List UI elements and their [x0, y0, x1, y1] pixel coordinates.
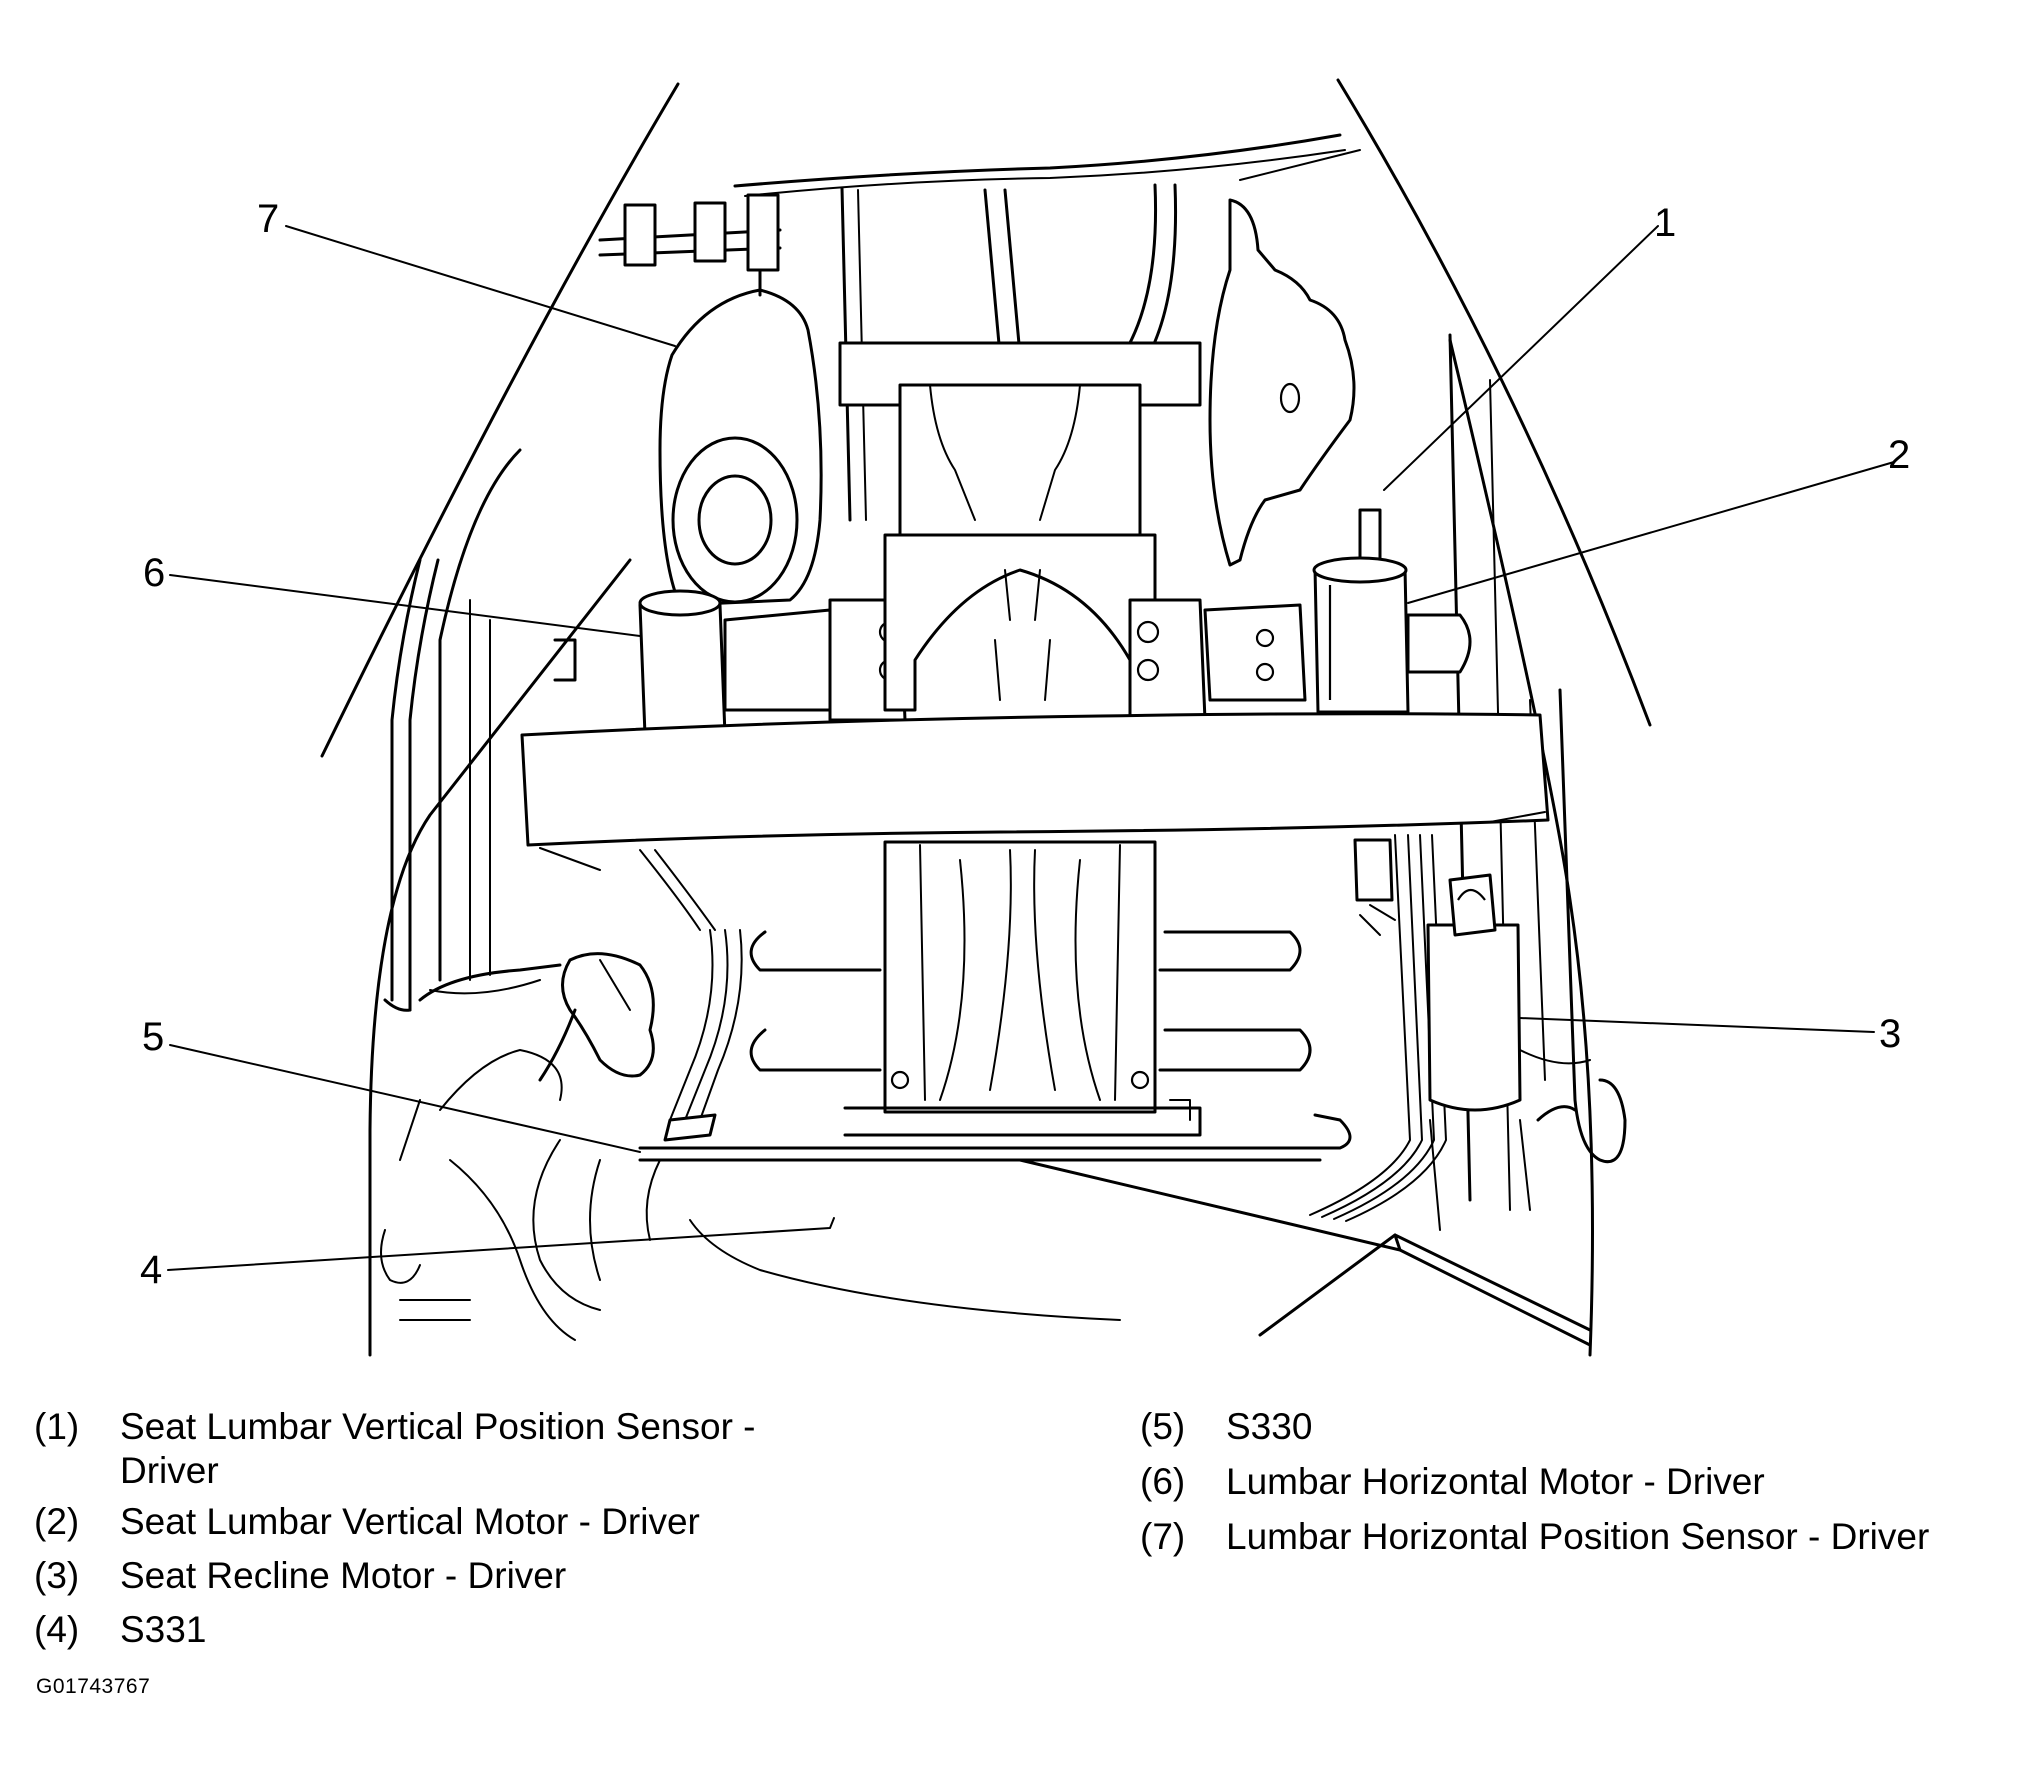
legend-number: (5) [1140, 1406, 1186, 1447]
legend-number: (2) [34, 1501, 80, 1542]
legend-number: (4) [34, 1609, 80, 1650]
upper-crossbar [838, 341, 1202, 542]
legend-text: S331 [120, 1609, 207, 1650]
left-side-trim [383, 448, 577, 1012]
legend-text: Lumbar Horizontal Motor - Driver [1226, 1461, 1765, 1502]
legend-text: Seat Lumbar Vertical Position Sensor - [120, 1406, 756, 1447]
legend-text: Seat Lumbar Vertical Motor - Driver [120, 1501, 700, 1542]
leader-7 [285, 225, 676, 347]
seat-lumbar-vertical-position-sensor [1208, 198, 1382, 572]
cushion-folds [380, 1049, 1121, 1341]
leader-4 [167, 1217, 835, 1271]
callout-2: 2 [1888, 433, 1910, 477]
seat-recline-motor [1426, 873, 1531, 1231]
lower-crossbar [520, 712, 1550, 871]
callout-1: 1 [1654, 201, 1676, 245]
legend-text: Seat Recline Motor - Driver [120, 1555, 567, 1596]
leader-6 [169, 574, 641, 637]
lumbar-horizontal-motor [638, 589, 907, 737]
leader-1 [1383, 225, 1659, 491]
legend-number: (1) [34, 1406, 80, 1447]
legend-text: Lumbar Horizontal Position Sensor - Driv… [1226, 1516, 1930, 1557]
leader-2 [1407, 461, 1895, 604]
legend-right: (5) S330 (6) Lumbar Horizontal Motor - D… [1140, 1405, 2020, 1575]
legend-text-continued: Driver [120, 1450, 219, 1491]
lumbar-horizontal-position-sensor [658, 288, 823, 607]
legend-left: (1) Seat Lumbar Vertical Position Sensor… [34, 1405, 1084, 1705]
legend-number: (7) [1140, 1516, 1186, 1557]
callout-leaders [167, 225, 1895, 1271]
right-wiring-harness [1309, 834, 1447, 1222]
callout-7: 7 [257, 197, 279, 241]
callout-4: 4 [140, 1248, 162, 1292]
legend-text: S330 [1226, 1406, 1313, 1447]
right-bracket [1128, 598, 1307, 722]
bottom-frame [638, 1113, 1592, 1347]
callout-5: 5 [142, 1015, 164, 1059]
figure-id: G01743767 [36, 1675, 151, 1698]
center-bracket [883, 533, 1157, 712]
legend-number: (6) [1140, 1461, 1186, 1502]
leader-5 [169, 1044, 641, 1153]
lower-plate [749, 840, 1312, 1137]
callout-6: 6 [143, 551, 165, 595]
callout-3: 3 [1879, 1012, 1901, 1056]
top-connectors [598, 193, 782, 297]
left-wiring-harness [538, 849, 743, 1142]
leader-3 [1519, 1017, 1875, 1033]
seat-lumbar-vertical-motor [1312, 556, 1472, 714]
legend-number: (3) [34, 1555, 80, 1596]
